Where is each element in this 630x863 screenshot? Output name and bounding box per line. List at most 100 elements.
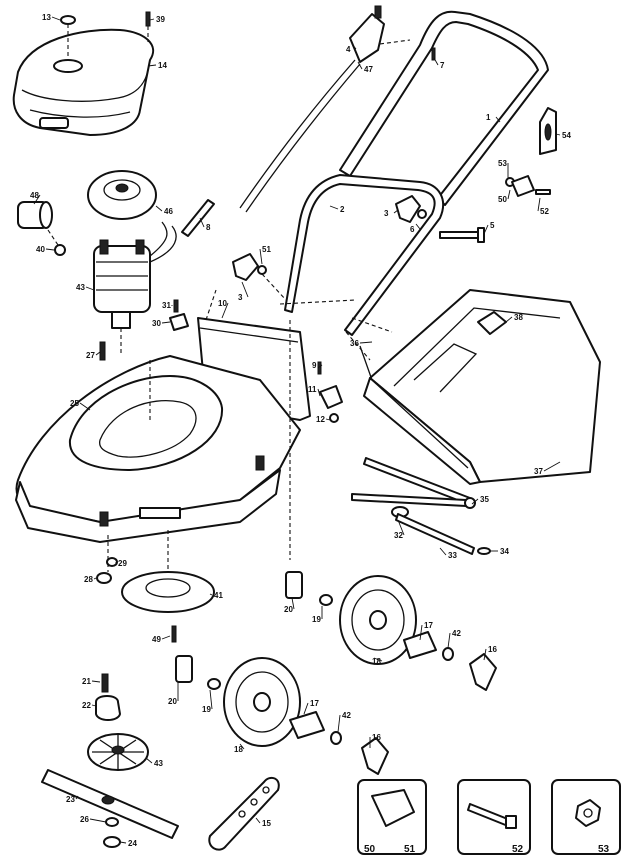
callout-c49: 49 <box>152 635 171 644</box>
callout-number: 18 <box>372 657 381 666</box>
motor-bolt <box>99 341 106 361</box>
callout-c4: 4 <box>346 43 357 54</box>
leader-line <box>439 547 447 556</box>
callout-c36: 36 <box>350 339 373 348</box>
grass-box <box>359 289 601 485</box>
knob-upper-wheel <box>469 653 497 691</box>
callout-c32: 32 <box>394 519 405 540</box>
leader-line <box>93 577 97 580</box>
callout-c20a: 20 <box>284 597 295 614</box>
box-nut: 53 <box>551 779 621 855</box>
leader-line <box>483 648 487 661</box>
callout-number: 40 <box>36 245 45 254</box>
callout-c48: 48 <box>30 191 41 205</box>
leader-line <box>537 197 541 212</box>
callout-number: 17 <box>310 699 319 708</box>
leader-line <box>85 286 95 291</box>
leader-line <box>543 461 561 472</box>
callout-number: 16 <box>488 645 497 654</box>
wheel-lower <box>223 657 301 747</box>
callout-c33: 33 <box>439 547 457 560</box>
leader-line <box>119 841 127 844</box>
callout-number: 4 <box>346 45 351 54</box>
callout-number: 47 <box>364 65 373 74</box>
callout-number: 42 <box>342 711 351 720</box>
leader-line <box>337 714 341 733</box>
leader-line <box>329 205 339 210</box>
callout-c24: 24 <box>119 839 137 848</box>
knob-lower-wheel <box>361 737 389 775</box>
cutting-blade <box>41 769 179 839</box>
leader-line <box>91 680 101 683</box>
callout-c22: 22 <box>82 701 97 710</box>
box-nut-label: 53 <box>598 844 610 855</box>
callout-c27: 27 <box>86 351 101 360</box>
callout-c43top: 43 <box>76 283 95 292</box>
leader-line <box>161 635 171 640</box>
leader-line <box>317 388 321 397</box>
leader-line <box>199 217 205 228</box>
fan-wheel <box>87 170 157 220</box>
leader-line <box>325 418 331 421</box>
leader-line <box>351 43 357 50</box>
leader-line <box>433 57 439 66</box>
callout-c34right: 34 <box>490 547 509 556</box>
callout-c12: 12 <box>316 415 331 424</box>
callout-c25: 25 <box>70 399 91 411</box>
leader-line <box>291 597 295 610</box>
box-bolt: 52 <box>457 779 531 855</box>
spanner <box>208 776 280 851</box>
callout-c21: 21 <box>82 677 101 686</box>
callout-number: 19 <box>202 705 211 714</box>
washer-upper <box>319 594 333 606</box>
callout-c52top: 52 <box>537 197 549 216</box>
washer-lower <box>207 678 221 690</box>
hub-upper <box>403 631 437 659</box>
box-bag-label-1: 50 <box>364 844 376 855</box>
leader-line <box>221 302 229 319</box>
leader-line <box>447 632 451 649</box>
cable-clip <box>181 199 215 237</box>
leader-line <box>75 795 79 800</box>
leader-line <box>483 224 489 235</box>
callout-c13: 13 <box>42 13 61 22</box>
leader-line <box>149 18 155 21</box>
callout-c23: 23 <box>66 795 79 804</box>
height-adjuster <box>317 361 343 423</box>
box-bolt-label: 52 <box>512 844 524 855</box>
box-bag: 50 51 <box>357 779 427 855</box>
callout-number: 1 <box>486 113 491 122</box>
leader-line <box>209 689 213 710</box>
wheel-upper <box>339 575 417 665</box>
box-bag-label-2: 51 <box>404 844 416 855</box>
handle-knob-lower <box>232 253 267 281</box>
leader-line <box>147 64 157 67</box>
callout-number: 39 <box>156 15 165 24</box>
callout-c7: 7 <box>433 57 445 70</box>
callout-c9: 9 <box>312 361 323 370</box>
motor-cover <box>12 28 155 136</box>
leader-line <box>45 248 55 251</box>
callout-number: 29 <box>118 559 127 568</box>
leader-line <box>317 364 323 369</box>
hub-lower <box>289 711 325 739</box>
leader-line <box>555 133 561 136</box>
callout-c16b: 16 <box>369 733 381 748</box>
small-fixings <box>505 175 551 197</box>
bearing-sleeve <box>17 201 53 229</box>
wheel-bracket-lower <box>175 655 193 683</box>
lower-handle <box>284 174 445 336</box>
callout-number: 28 <box>84 575 93 584</box>
leader-line <box>259 248 263 265</box>
callout-number: 2 <box>340 205 345 214</box>
callout-number: 16 <box>372 733 381 742</box>
callout-c1: 1 <box>486 113 501 123</box>
hub-screw <box>171 625 177 643</box>
callout-number: 48 <box>30 191 39 200</box>
callout-c6: 6 <box>410 223 421 234</box>
leader-line <box>155 205 163 212</box>
bearing-nut <box>54 244 66 256</box>
